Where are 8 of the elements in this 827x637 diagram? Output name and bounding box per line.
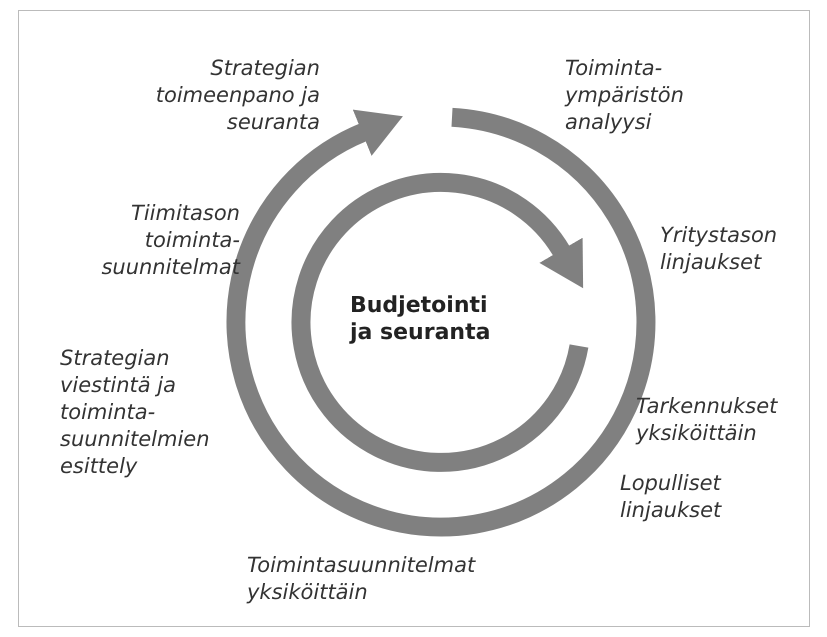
stage-label: Yritystason linjaukset	[660, 222, 778, 276]
stage-label: Strategian viestintä ja toiminta- suunnitelmien esittely	[60, 345, 211, 480]
stage-label: Lopulliset linjaukset	[620, 470, 723, 524]
center-title: Budjetointi ja seuranta	[350, 292, 492, 346]
stage-label: Tarkennukset yksiköittäin	[636, 393, 779, 447]
stage-label: Toiminta- ympäristön analyysi	[565, 55, 685, 136]
stage-label: Strategian toimeenpano ja seuranta	[154, 55, 320, 136]
stage-label: Toimintasuunnitelmat yksiköittäin	[247, 552, 477, 606]
